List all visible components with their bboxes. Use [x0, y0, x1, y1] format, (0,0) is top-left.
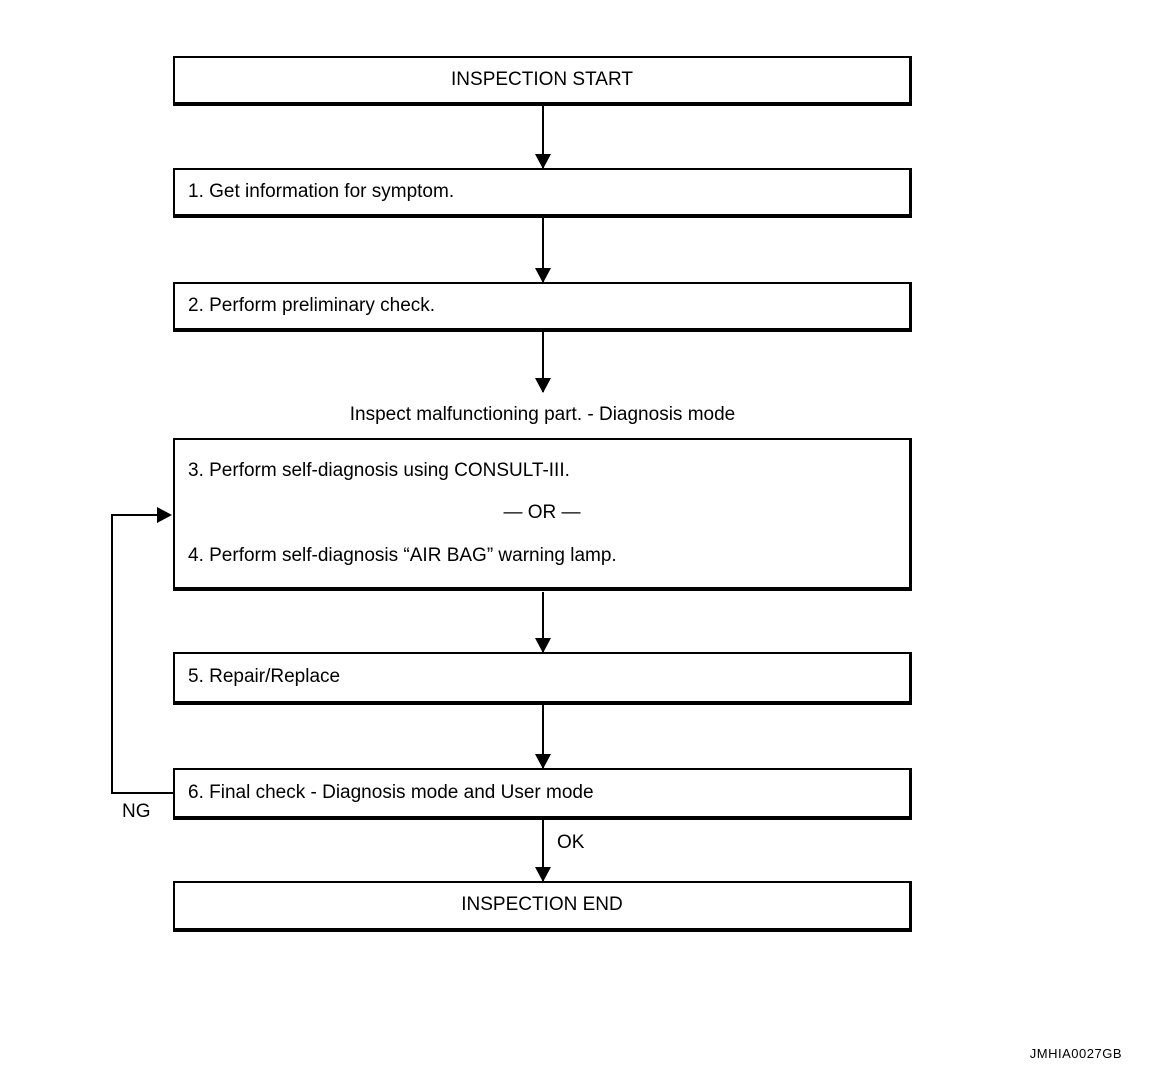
ng-loop-top-segment [111, 514, 158, 516]
arrow-step5-to-step6 [535, 705, 551, 769]
step2-label: 2. Perform preliminary check. [188, 294, 436, 316]
step6-label: 6. Final check - Diagnosis mode and User… [188, 781, 594, 803]
diagnosis-mode-caption: Inspect malfunctioning part. - Diagnosis… [173, 402, 912, 428]
step4-label: 4. Perform self-diagnosis “AIR BAG” warn… [188, 544, 617, 566]
step5-label: 5. Repair/Replace [188, 666, 341, 688]
arrow-step1-to-step2 [535, 218, 551, 283]
flow-box-step2: 2. Perform preliminary check. [173, 282, 912, 332]
diagnosis-caption-label: Inspect malfunctioning part. - Diagnosis… [349, 404, 736, 425]
arrow-step6-to-end [535, 820, 551, 882]
figure-code: JMHIA0027GB [1029, 1046, 1122, 1061]
step3-label: 3. Perform self-diagnosis using CONSULT-… [188, 459, 570, 481]
flow-box-step1: 1. Get information for symptom. [173, 168, 912, 218]
flow-box-inspection-end: INSPECTION END [173, 881, 912, 932]
ng-edge-label: NG [122, 801, 151, 822]
ng-loop-bottom-segment [111, 792, 173, 794]
arrow-step2-to-diagnosis [535, 332, 551, 393]
inspection-end-label: INSPECTION END [461, 894, 623, 916]
arrow-diagnosis-to-step5 [535, 592, 551, 653]
arrow-start-to-step1 [535, 106, 551, 169]
flow-box-step5: 5. Repair/Replace [173, 652, 912, 705]
flow-box-inspection-start: INSPECTION START [173, 56, 912, 106]
inspection-start-label: INSPECTION START [451, 68, 633, 90]
step1-label: 1. Get information for symptom. [188, 180, 455, 202]
flow-box-step3-step4: 3. Perform self-diagnosis using CONSULT-… [173, 438, 912, 591]
flow-box-step6: 6. Final check - Diagnosis mode and User… [173, 768, 912, 820]
ng-loop-arrowhead [157, 507, 172, 523]
ok-edge-label: OK [557, 832, 585, 853]
ng-loop-vertical-segment [111, 514, 113, 794]
or-separator-label: — OR — [503, 502, 581, 524]
